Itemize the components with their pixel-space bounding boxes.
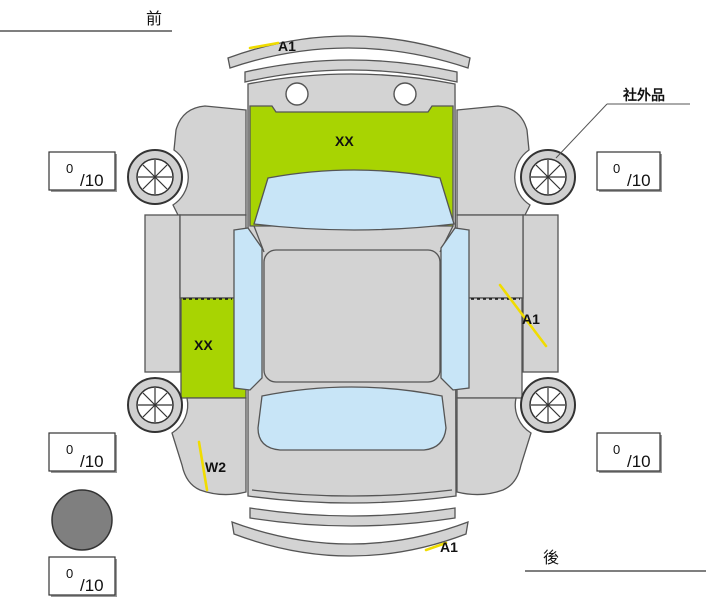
hood-mark: XX [335, 133, 354, 149]
left-rear-quarter-mark-line [197, 440, 209, 492]
tread-box-rear-left: 0 /10 [48, 432, 117, 473]
left-side-panels [127, 105, 247, 496]
tread-suffix: /10 [80, 171, 104, 190]
rear-right-wheel-icon [520, 377, 576, 433]
right-side-glass [440, 227, 470, 391]
front-label: 前 [146, 10, 162, 28]
front-bumper-mark: A1 [278, 38, 296, 54]
tread-value: 0 [66, 442, 73, 457]
front-bumper-mark-line [248, 41, 280, 50]
tread-value: 0 [613, 442, 620, 457]
tread-box-front-right: 0 /10 [596, 151, 662, 192]
front-bumper-inner [244, 59, 458, 83]
callout-leader-line [555, 103, 608, 159]
tread-suffix: /10 [627, 452, 651, 471]
right-rear-door-mark-line [498, 283, 548, 348]
tread-suffix: /10 [80, 452, 104, 471]
left-side-glass [233, 227, 263, 391]
rear-window [257, 386, 447, 451]
tread-box-rear-right: 0 /10 [596, 432, 662, 473]
tread-box-front-left: 0 /10 [48, 151, 117, 192]
right-headlight-icon [393, 82, 417, 106]
rear-bumper-mark-line [424, 541, 448, 552]
tread-box-spare: 0 /10 [48, 556, 117, 597]
spare-tire-icon [51, 489, 113, 551]
rear-label: 後 [543, 549, 559, 567]
front-bumper-outer [227, 35, 471, 69]
right-rear-quarter [456, 397, 532, 496]
right-rocker-panel [522, 214, 559, 373]
aftermarket-callout: 社外品 [622, 87, 665, 103]
tread-value: 0 [613, 161, 620, 176]
left-headlight-icon [285, 82, 309, 106]
tread-suffix: /10 [80, 576, 104, 595]
rear-bumper-outer [231, 520, 469, 557]
right-side-panels [456, 105, 576, 496]
tread-value: 0 [66, 566, 73, 581]
left-rocker-panel [144, 214, 181, 373]
left-rear-quarter-mark: W2 [205, 459, 226, 475]
trunk-lid-edge [251, 489, 453, 497]
tread-value: 0 [66, 161, 73, 176]
front-left-wheel-icon [127, 149, 183, 205]
rear-bumper-mark: A1 [440, 539, 458, 555]
front-right-wheel-icon [520, 149, 576, 205]
left-rear-door-mark: XX [194, 337, 213, 353]
left-front-fender [172, 105, 247, 216]
rear-bumper-inner [249, 507, 456, 527]
left-rear-quarter [171, 397, 247, 496]
right-front-fender [456, 105, 531, 216]
right-rear-door-mark: A1 [522, 311, 540, 327]
tread-suffix: /10 [627, 171, 651, 190]
rear-left-wheel-icon [127, 377, 183, 433]
roof [263, 249, 441, 383]
windshield [253, 169, 455, 231]
